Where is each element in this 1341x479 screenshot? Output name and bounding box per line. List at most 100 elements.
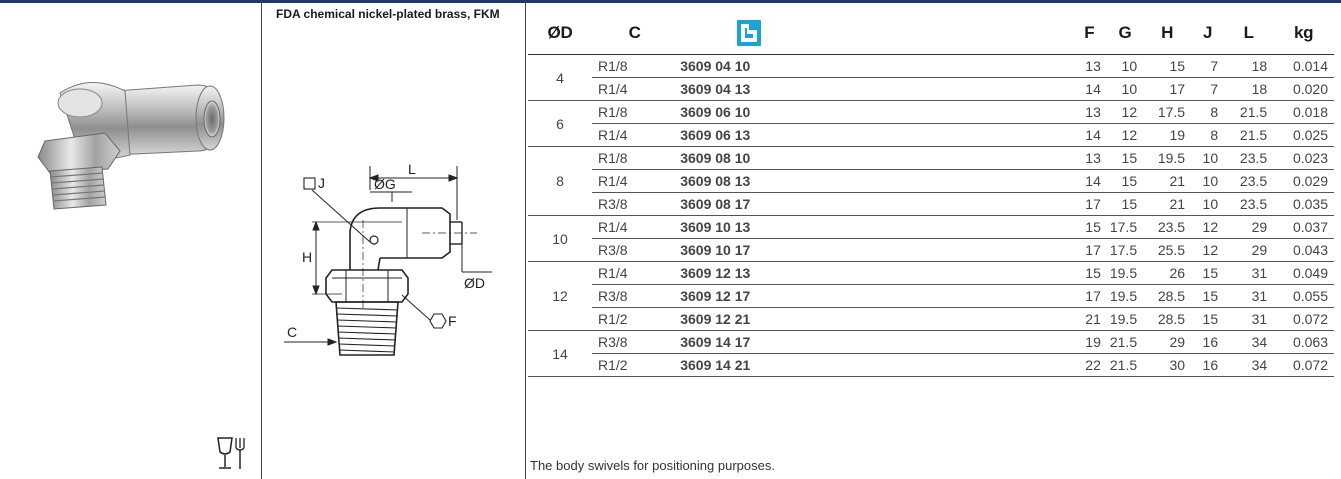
cell-c: R3/8 (591, 330, 678, 354)
header-g: G (1106, 12, 1144, 55)
dim-label-c: C (287, 324, 297, 340)
cell-code: 3609 12 21 (677, 307, 1072, 331)
cell-c: R3/8 (591, 192, 678, 216)
cell-j: 15 (1191, 307, 1225, 331)
cell-h: 19.5 (1143, 146, 1192, 170)
header-brand (677, 12, 1072, 55)
cell-f: 21 (1071, 307, 1107, 331)
table-header-row: ØD C F G H J L kg (528, 12, 1334, 55)
cell-kg: 0.023 (1273, 146, 1334, 170)
cell-l: 29 (1224, 215, 1274, 239)
description-column: FDA chemical nickel-plated brass, FKM (262, 3, 526, 479)
material-description: FDA chemical nickel-plated brass, FKM (276, 7, 500, 21)
cell-code: 3609 06 13 (677, 123, 1072, 147)
cell-g: 19.5 (1106, 307, 1144, 331)
dim-label-l: L (408, 161, 416, 177)
cell-g: 19.5 (1106, 261, 1144, 285)
cell-f: 14 (1071, 77, 1107, 101)
cell-kg: 0.055 (1273, 284, 1334, 308)
cell-c: R1/2 (591, 307, 678, 331)
cell-c: R1/4 (591, 123, 678, 147)
cell-g: 12 (1106, 100, 1144, 124)
cell-h: 26 (1143, 261, 1192, 285)
cell-c: R1/2 (591, 353, 678, 377)
cell-h: 21 (1143, 169, 1192, 193)
cell-c: R3/8 (591, 284, 678, 308)
cell-f: 17 (1071, 238, 1107, 262)
dim-label-h: H (302, 249, 312, 265)
dim-label-d: ØD (464, 275, 485, 291)
cell-l: 21.5 (1224, 100, 1274, 124)
cell-j: 15 (1191, 284, 1225, 308)
cell-l: 18 (1224, 54, 1274, 78)
cell-code: 3609 10 13 (677, 215, 1072, 239)
cell-f: 19 (1071, 330, 1107, 354)
cell-kg: 0.014 (1273, 54, 1334, 78)
cell-c: R1/8 (591, 146, 678, 170)
cell-g: 17.5 (1106, 215, 1144, 239)
header-f: F (1071, 12, 1107, 55)
cell-h: 29 (1143, 330, 1192, 354)
brand-logo-icon (737, 20, 762, 46)
cell-c: R3/8 (591, 238, 678, 262)
cell-d: 12 (528, 261, 592, 331)
cell-j: 7 (1191, 77, 1225, 101)
cell-l: 23.5 (1224, 192, 1274, 216)
header-l: L (1224, 12, 1274, 55)
cell-h: 21 (1143, 192, 1192, 216)
cell-code: 3609 10 17 (677, 238, 1072, 262)
cell-l: 18 (1224, 77, 1274, 101)
cell-code: 3609 04 10 (677, 54, 1072, 78)
cell-f: 13 (1071, 54, 1107, 78)
cell-kg: 0.025 (1273, 123, 1334, 147)
cell-c: R1/8 (591, 100, 678, 124)
cell-g: 12 (1106, 123, 1144, 147)
footnote: The body swivels for positioning purpose… (530, 458, 775, 473)
cell-d: 4 (528, 54, 592, 101)
header-h: H (1143, 12, 1192, 55)
cell-code: 3609 08 17 (677, 192, 1072, 216)
dim-label-g: ØG (374, 176, 396, 192)
cell-h: 25.5 (1143, 238, 1192, 262)
cell-c: R1/4 (591, 77, 678, 101)
cell-kg: 0.049 (1273, 261, 1334, 285)
cell-f: 22 (1071, 353, 1107, 377)
cell-f: 15 (1071, 215, 1107, 239)
header-j: J (1191, 12, 1225, 55)
cell-j: 15 (1191, 261, 1225, 285)
cell-g: 21.5 (1106, 330, 1144, 354)
cell-j: 10 (1191, 169, 1225, 193)
cell-code: 3609 04 13 (677, 77, 1072, 101)
cell-d: 14 (528, 330, 592, 377)
cell-l: 23.5 (1224, 146, 1274, 170)
cell-f: 15 (1071, 261, 1107, 285)
cell-code: 3609 06 10 (677, 100, 1072, 124)
cell-j: 12 (1191, 238, 1225, 262)
cell-h: 15 (1143, 54, 1192, 78)
cell-d: 6 (528, 100, 592, 147)
cell-g: 10 (1106, 77, 1144, 101)
cell-l: 34 (1224, 330, 1274, 354)
cell-code: 3609 12 17 (677, 284, 1072, 308)
cell-code: 3609 12 13 (677, 261, 1072, 285)
cell-kg: 0.035 (1273, 192, 1334, 216)
header-d: ØD (528, 12, 592, 55)
dim-label-f: F (448, 313, 457, 329)
cell-d: 10 (528, 215, 592, 262)
cell-code: 3609 08 13 (677, 169, 1072, 193)
glass-fork-icon (217, 437, 245, 469)
cell-l: 29 (1224, 238, 1274, 262)
cell-j: 12 (1191, 215, 1225, 239)
cell-j: 8 (1191, 123, 1225, 147)
cell-code: 3609 08 10 (677, 146, 1072, 170)
technical-drawing: L ØG J H ØD F C (284, 161, 492, 356)
cell-h: 17 (1143, 77, 1192, 101)
